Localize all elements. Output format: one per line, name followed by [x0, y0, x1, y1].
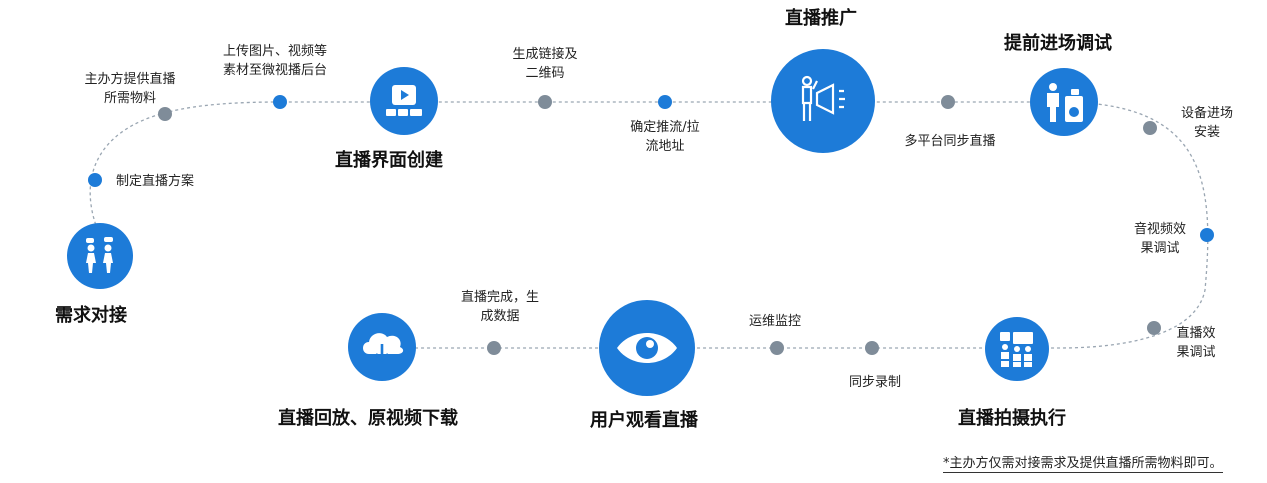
dot-plan — [88, 173, 102, 187]
label-data: 直播完成，生 成数据 — [445, 288, 555, 326]
step-ui-circle — [370, 67, 438, 135]
label-av-line1: 音视频效 — [1133, 222, 1186, 237]
dot-record — [865, 341, 879, 355]
label-av: 音视频效 果调试 — [1122, 220, 1198, 258]
label-plan: 制定直播方案 — [116, 174, 195, 189]
step-setup-circle — [1030, 68, 1098, 136]
label-link-line2: 二维码 — [525, 66, 565, 81]
label-effect-line2: 果调试 — [1176, 345, 1216, 360]
dot-install — [1143, 121, 1157, 135]
eye-icon — [617, 333, 677, 363]
label-multi: 多平台同步直播 — [904, 134, 996, 149]
cloud-download-icon — [363, 333, 404, 362]
step-title-demand: 需求对接 — [55, 305, 127, 326]
dot-stream — [658, 95, 672, 109]
camera-crew-icon — [1000, 332, 1033, 367]
label-materials-line1: 主办方提供直播 — [84, 72, 176, 87]
label-effect-line1: 直播效 — [1176, 326, 1216, 341]
dot-materials — [158, 107, 172, 121]
label-materials-line2: 所需物料 — [103, 91, 156, 106]
label-materials: 主办方提供直播 所需物料 — [70, 70, 190, 108]
step-watch-circle — [599, 300, 695, 396]
dot-upload — [273, 95, 287, 109]
label-install-line1: 设备进场 — [1180, 106, 1233, 121]
label-effect: 直播效 果调试 — [1162, 324, 1230, 362]
label-record: 同步录制 — [848, 375, 901, 390]
step-title-promo: 直播推广 — [785, 8, 857, 29]
dot-effect — [1147, 321, 1161, 335]
dot-monitor — [770, 341, 784, 355]
megaphone-icon — [801, 75, 845, 121]
label-link: 生成链接及 二维码 — [495, 45, 595, 83]
label-monitor: 运维监控 — [748, 314, 801, 329]
label-upload: 上传图片、视频等 素材至微视播后台 — [205, 42, 345, 80]
step-shoot-circle — [985, 317, 1049, 381]
label-link-line1: 生成链接及 — [512, 47, 578, 62]
dot-av — [1200, 228, 1214, 242]
step-title-ui: 直播界面创建 — [335, 150, 443, 171]
label-install-line2: 安装 — [1193, 125, 1220, 140]
step-title-setup: 提前进场调试 — [1004, 33, 1112, 54]
step-promo-circle — [771, 49, 875, 153]
label-upload-line2: 素材至微视播后台 — [222, 63, 327, 78]
label-stream-line1: 确定推流/拉 — [630, 120, 700, 135]
step-replay-circle — [348, 313, 416, 381]
technician-icon — [1047, 83, 1083, 122]
people-talking-icon — [86, 237, 113, 273]
dot-data — [487, 341, 501, 355]
label-install: 设备进场 安装 — [1172, 104, 1242, 142]
label-upload-line1: 上传图片、视频等 — [222, 44, 327, 59]
play-screen-icon — [386, 85, 422, 116]
process-path — [89, 101, 1209, 349]
step-title-shoot: 直播拍摄执行 — [958, 408, 1066, 429]
dot-link — [538, 95, 552, 109]
footnote: *主办方仅需对接需求及提供直播所需物料即可。 — [943, 456, 1223, 473]
step-title-watch: 用户观看直播 — [590, 410, 698, 431]
label-stream-line2: 流地址 — [645, 139, 685, 154]
label-av-line2: 果调试 — [1140, 241, 1180, 256]
label-stream: 确定推流/拉 流地址 — [615, 118, 715, 156]
step-title-replay: 直播回放、原视频下载 — [278, 408, 458, 429]
step-demand-circle — [67, 223, 133, 289]
label-data-line1: 直播完成，生 — [460, 290, 539, 305]
dot-multi — [941, 95, 955, 109]
label-data-line2: 成数据 — [480, 309, 520, 324]
